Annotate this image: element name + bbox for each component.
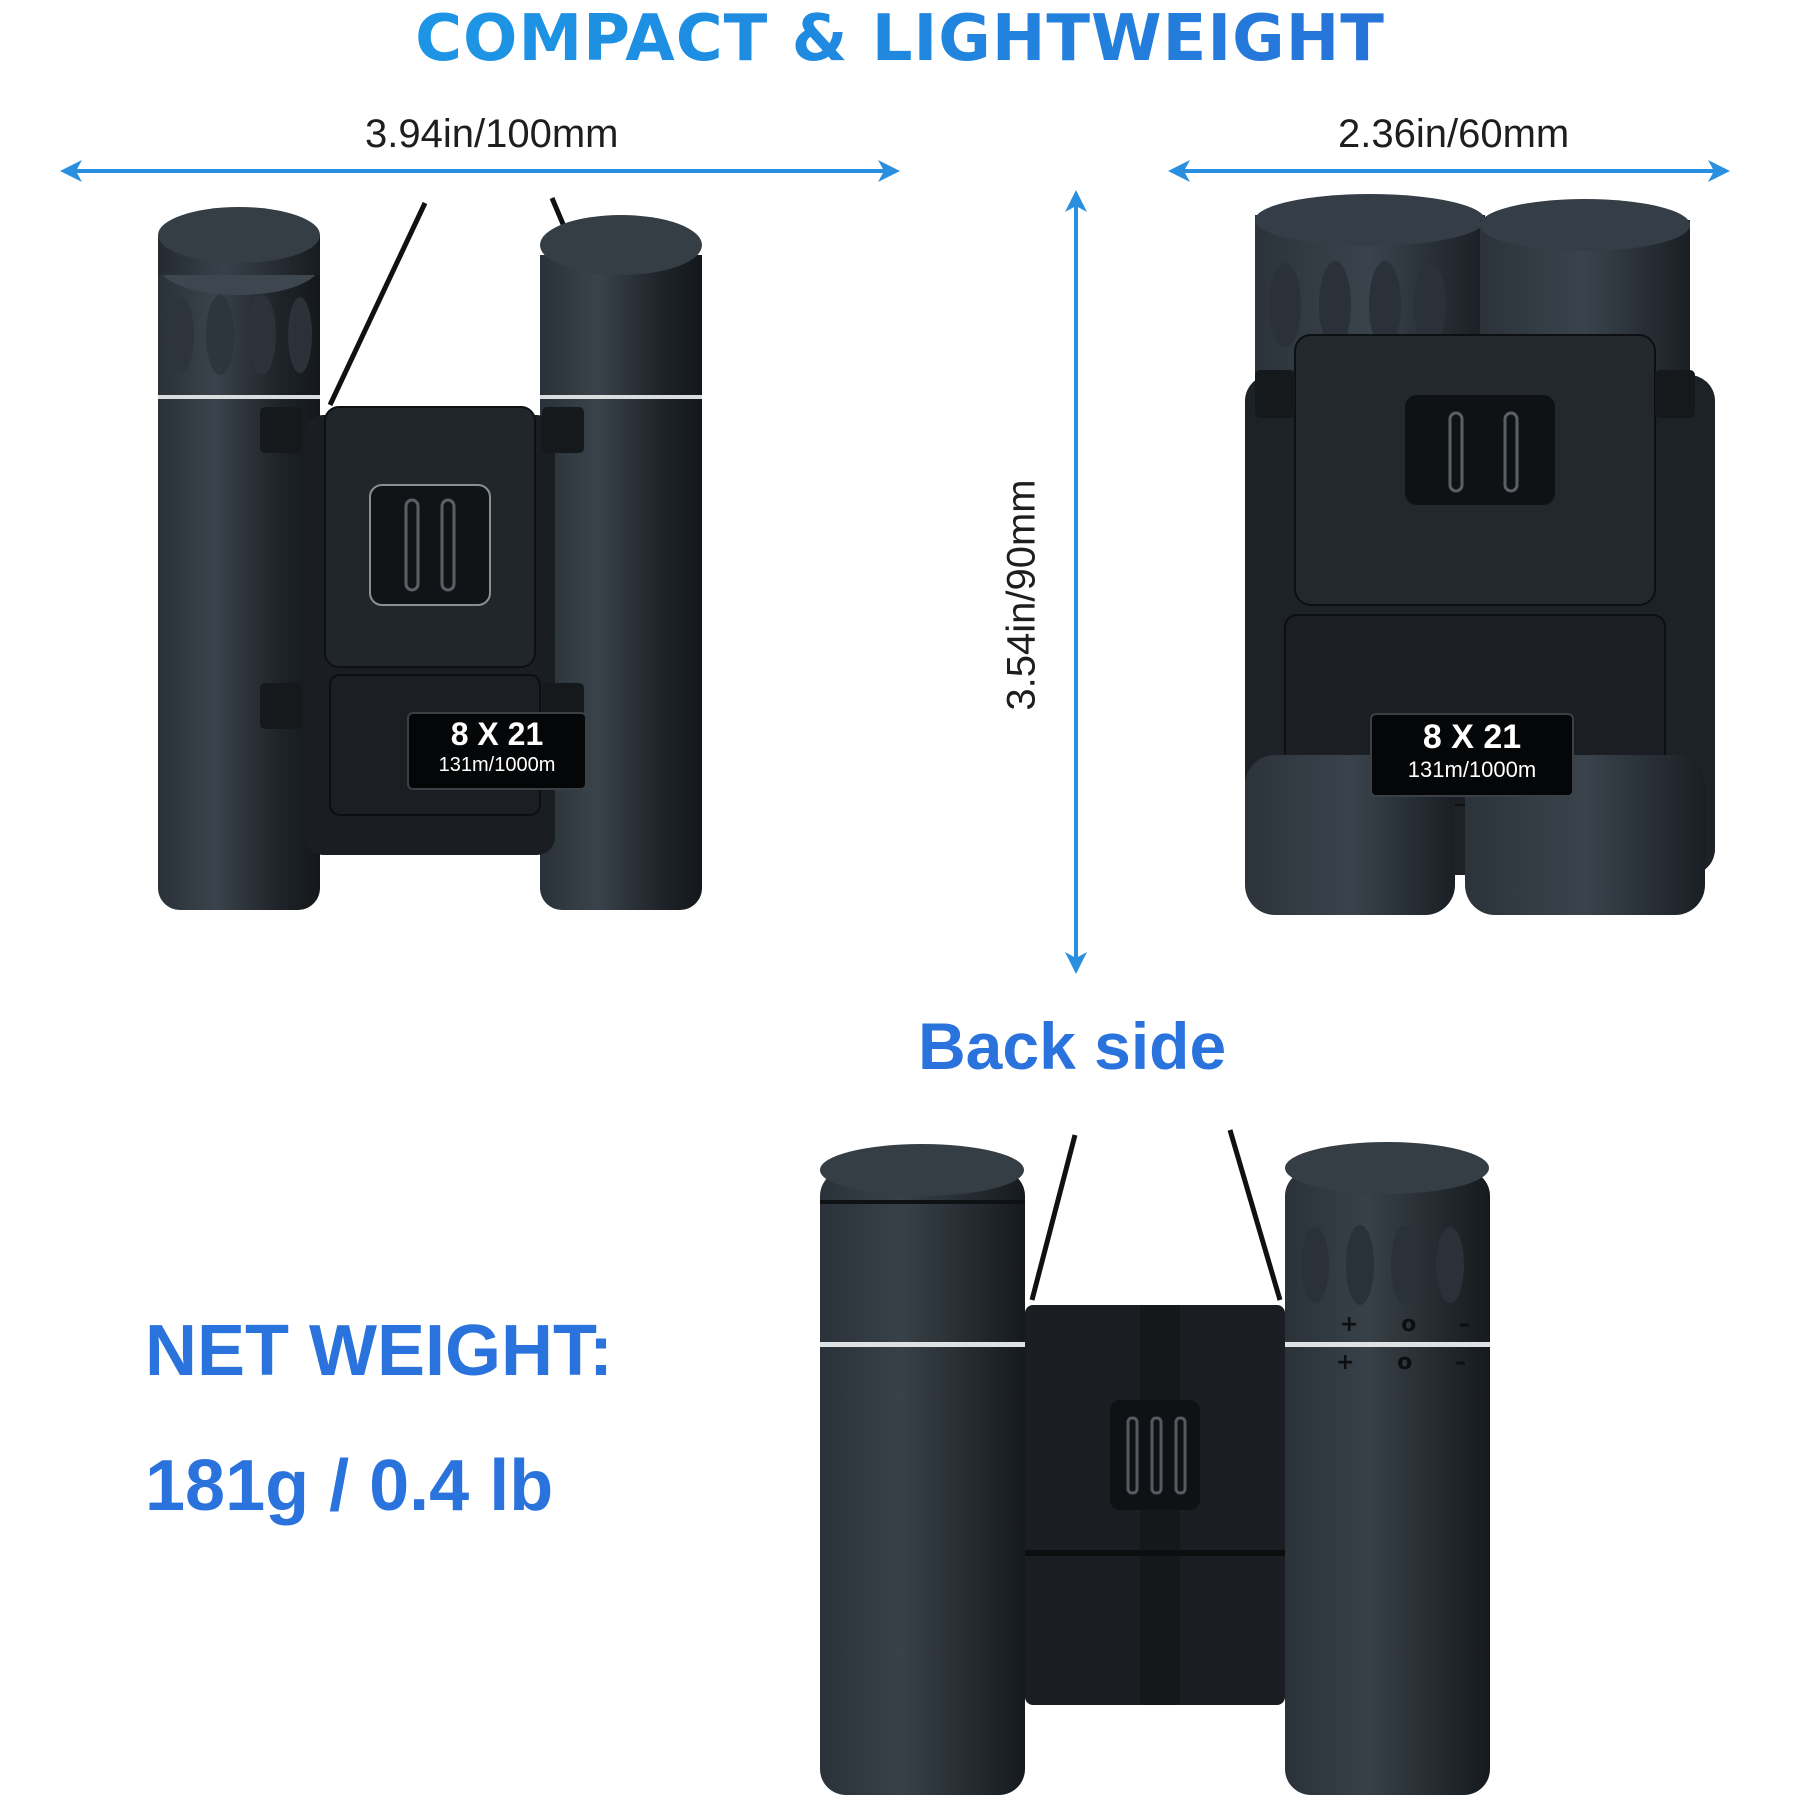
binoculars-back-view (820, 1129, 1490, 1795)
diopter-plus-mark: + (1340, 1312, 1359, 1337)
binoculars-front-view (158, 197, 702, 910)
field-of-view-label: 131m/1000m (1407, 757, 1537, 782)
net-weight-heading: NET WEIGHT: (145, 1311, 613, 1391)
back-side-label: Back side (918, 1009, 1227, 1083)
net-weight-value: 181g / 0.4 lb (145, 1446, 554, 1526)
diopter-plus-mark: + (1336, 1350, 1355, 1375)
field-of-view-label: 131m/1000m (438, 754, 556, 776)
diopter-zero-mark: o (1401, 1312, 1417, 1337)
binoculars-side-view (1245, 194, 1715, 915)
diopter-minus-mark: – (1459, 1312, 1470, 1337)
front-spec-badge: 8 X 21 131m/1000m (407, 712, 587, 790)
depth-dimension-label: 2.36in/60mm (1338, 112, 1570, 156)
diopter-zero-mark: o (1397, 1350, 1413, 1375)
spec-label: 8 X 21 (450, 716, 544, 752)
depth-dimension-arrow-icon (1168, 160, 1730, 182)
spec-label: 8 X 21 (1422, 718, 1522, 756)
diopter-scale-upper: + o – (1340, 1312, 1470, 1337)
page-title: COMPACT & LIGHTWEIGHT (0, 2, 1800, 76)
width-dimension-label: 3.94in/100mm (365, 112, 619, 156)
diopter-scale-lower: + o – (1336, 1350, 1466, 1375)
diopter-minus-mark: – (1455, 1350, 1466, 1375)
side-spec-badge: 8 X 21 131m/1000m (1370, 713, 1574, 797)
height-dimension-arrow-icon (1065, 190, 1087, 974)
width-dimension-arrow-icon (60, 160, 900, 182)
height-dimension-label: 3.54in/90mm (999, 479, 1044, 711)
